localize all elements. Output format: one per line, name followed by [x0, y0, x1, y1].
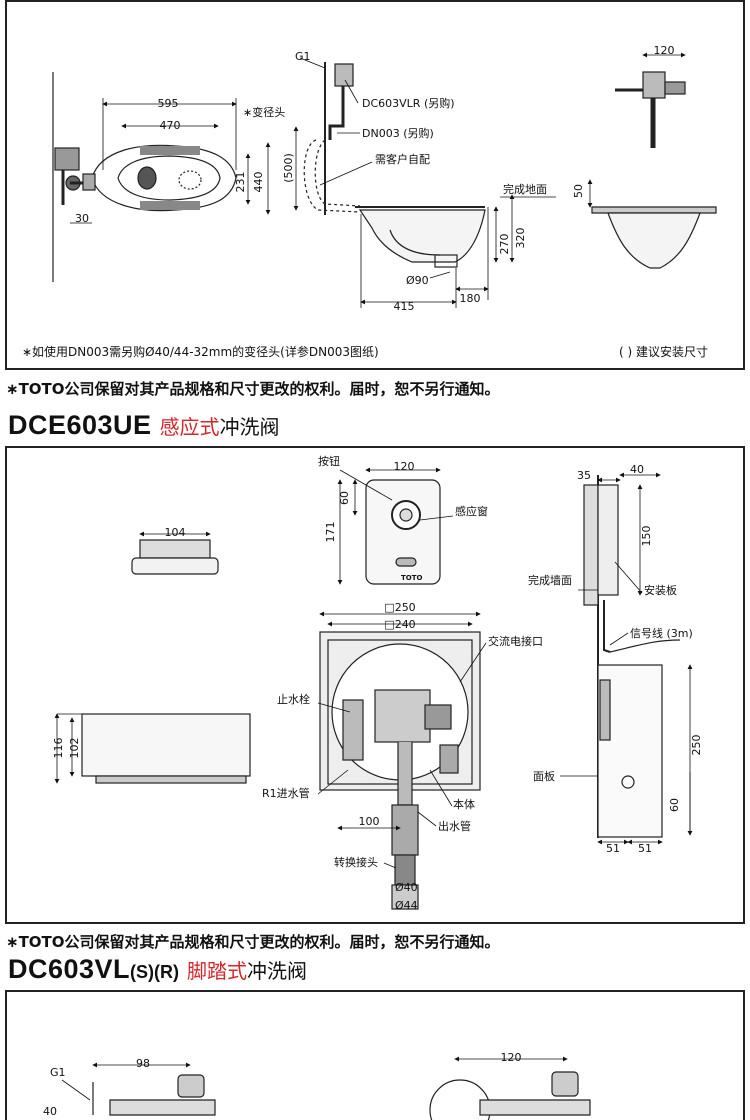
dim-470: 470: [160, 119, 181, 132]
label-body: 本体: [453, 797, 475, 811]
dim-50: 50: [572, 184, 585, 198]
dim-240-square: □240: [384, 618, 415, 631]
label-reducer: ∗变径头: [243, 105, 285, 119]
wall-section-view: [583, 475, 681, 838]
dim-104: 104: [165, 526, 186, 539]
valve-kind: 冲洗阀: [219, 417, 280, 439]
dim-102: 102: [68, 738, 81, 759]
dim-120-foot: 120: [501, 1051, 522, 1064]
valve-kind: 冲洗阀: [247, 961, 308, 983]
label-mounting-plate: 安装板: [644, 583, 677, 597]
dim-440: 440: [252, 172, 265, 193]
dim-d90: Ø90: [406, 274, 429, 287]
foot-valve-installation-panel: [5, 990, 745, 1120]
sensor-unit-top-view: [131, 539, 219, 575]
wall-section-dims: [560, 472, 693, 845]
dim-231: 231: [234, 172, 247, 193]
dim-d40: Ø40: [395, 881, 418, 894]
valve-type: 脚踏式: [187, 961, 248, 983]
dim-98: 98: [136, 1057, 150, 1070]
squat-toilet-installation-panel: [5, 0, 745, 370]
label-face-panel: 面板: [533, 769, 555, 783]
label-inlet-pipe: R1进水管: [262, 786, 310, 800]
model-code: DC603VL: [8, 954, 131, 984]
model-code: DCE603UE: [8, 410, 152, 440]
label-g1-foot: G1: [50, 1066, 66, 1079]
label-stop-valve: 止水栓: [277, 692, 310, 706]
squat-toilet-top-view: [52, 72, 237, 282]
label-button: 按钮: [318, 454, 340, 468]
dim-d44: Ø44: [395, 899, 418, 912]
valve-type: 感应式: [159, 417, 220, 439]
dim-40-wall: 40: [630, 463, 644, 476]
label-finished-floor: 完成地面: [503, 182, 547, 196]
model-suffix: (S)(R): [130, 962, 180, 982]
dim-415: 415: [394, 300, 415, 313]
dim-120-top: 120: [654, 44, 675, 57]
spec-change-notice-2: ∗TOTO公司保留对其产品规格和尺寸更改的权利。届时，恕不另行通知。: [6, 933, 500, 951]
dim-100: 100: [359, 815, 380, 828]
sensor-valve-installation-panel: [5, 446, 745, 924]
flush-valve-side-section: [303, 62, 486, 268]
reducer-footnote: ∗如使用DN003需另购Ø40/44-32mm的变径头(详参DN003图纸): [22, 345, 379, 359]
dim-60-panel: 60: [668, 798, 681, 812]
dim-60-cover: 60: [338, 491, 351, 505]
label-customer-supply: 需客户自配: [375, 152, 430, 166]
label-sensor-window: 感应窗: [455, 504, 488, 518]
label-finished-wall: 完成墙面: [528, 573, 572, 587]
dim-250-square: □250: [384, 601, 415, 614]
dim-270: 270: [498, 234, 511, 255]
dim-120-cover: 120: [394, 460, 415, 473]
dim-51-right: 51: [638, 842, 652, 855]
recommended-dimension-legend: ( ) 建议安装尺寸: [619, 345, 708, 359]
label-ac-power: 交流电接口: [488, 634, 543, 648]
panel3-dims: [61, 1056, 568, 1101]
sensor-front-cover: [365, 479, 441, 585]
installation-box-dims: [317, 611, 487, 869]
section-title-dce603ue: DCE603UE 感应式冲洗阀: [8, 410, 280, 441]
label-dn003: DN003 (另购): [362, 126, 434, 140]
spec-change-notice-1: ∗TOTO公司保留对其产品规格和尺寸更改的权利。届时，恕不另行通知。: [6, 380, 500, 398]
panel1-side-dimensions: [293, 57, 556, 308]
side-view-dims: [54, 713, 82, 784]
dim-116: 116: [52, 738, 65, 759]
dim-51-left: 51: [606, 842, 620, 855]
dim-30: 30: [75, 212, 89, 225]
dim-35: 35: [577, 469, 591, 482]
label-g1: G1: [295, 50, 311, 63]
label-outlet-pipe: 出水管: [438, 819, 471, 833]
dim-180: 180: [460, 292, 481, 305]
dim-320: 320: [514, 228, 527, 249]
label-adapter: 转换接头: [334, 855, 378, 869]
valve-detail-dimensions: [587, 52, 686, 208]
valve-detail-top-right: [591, 71, 717, 269]
foot-valve-partial-view: [92, 1071, 591, 1120]
section-title-dc603vl: DC603VL(S)(R) 脚踏式冲洗阀: [8, 954, 307, 985]
label-signal-cable: 信号线 (3m): [630, 626, 693, 640]
installation-box: [319, 631, 481, 910]
dim-150: 150: [640, 526, 653, 547]
front-cover-dims: [337, 467, 454, 585]
dim-250-panel: 250: [690, 735, 703, 756]
dim-595: 595: [158, 97, 179, 110]
dim-500: (500): [282, 153, 295, 183]
label-dc603vlr: DC603VLR (另购): [362, 96, 455, 110]
brand-mark: TOTO: [401, 574, 423, 582]
panel1-top-dimensions: [70, 98, 271, 224]
dim-171: 171: [324, 522, 337, 543]
panel-side-view: [81, 713, 251, 784]
